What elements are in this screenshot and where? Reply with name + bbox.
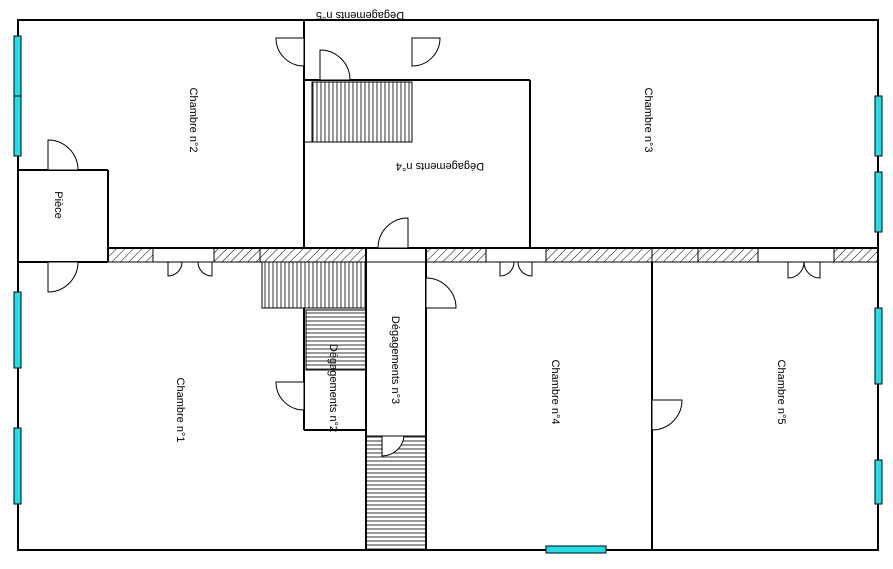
- window-right-3: [874, 307, 883, 385]
- window-left-2: [13, 95, 22, 157]
- window-left-4: [13, 427, 22, 505]
- room-label-piece: Pièce: [52, 191, 64, 219]
- doors: [47, 37, 821, 457]
- room-label-chambre-1: Chambre n°1: [174, 378, 186, 443]
- door-top-right: [411, 37, 441, 67]
- outer-wall: [17, 19, 879, 551]
- room-label-degagement-4: Dégagements n°4: [396, 160, 484, 172]
- windows: [13, 35, 883, 554]
- room-label-degagement-5: Dégagements n°5: [316, 9, 404, 21]
- room-label-chambre-5: Chambre n°5: [775, 360, 787, 425]
- stairs-landing: [305, 309, 367, 371]
- room-label-degagement-2: Dégagements n°2: [327, 344, 339, 432]
- stairs-upper: [311, 81, 413, 143]
- window-bottom: [545, 545, 607, 554]
- door-chambre5-a: [787, 261, 805, 279]
- door-chambre4-a: [499, 261, 515, 277]
- door-stairs: [319, 49, 351, 81]
- door-piece-top: [47, 139, 79, 171]
- door-deg2: [275, 381, 305, 411]
- door-chambre1-a: [167, 261, 183, 277]
- stairs-middle: [261, 261, 367, 309]
- door-chambre4-5: [651, 399, 683, 431]
- door-deg3-side: [425, 277, 457, 309]
- window-left-1: [13, 35, 22, 97]
- door-chambre5-b: [803, 261, 821, 279]
- window-right-4: [874, 459, 883, 505]
- door-piece-bottom: [47, 261, 79, 293]
- door-deg3-top: [377, 217, 409, 249]
- door-chambre1-b: [197, 261, 213, 277]
- window-right-2: [874, 171, 883, 233]
- door-chambre4-b: [517, 261, 533, 277]
- room-label-chambre-2: Chambre n°2: [187, 88, 199, 153]
- window-right-1: [874, 95, 883, 157]
- room-label-chambre-4: Chambre n°4: [549, 360, 561, 425]
- middle-wall: [107, 247, 879, 263]
- stairs-lower: [365, 435, 427, 551]
- window-left-3: [13, 291, 22, 369]
- door-stairs-lower: [381, 435, 405, 457]
- room-label-degagement-3: Dégagements n°3: [389, 316, 401, 404]
- room-label-chambre-3: Chambre n°3: [642, 88, 654, 153]
- door-top-left: [275, 37, 305, 67]
